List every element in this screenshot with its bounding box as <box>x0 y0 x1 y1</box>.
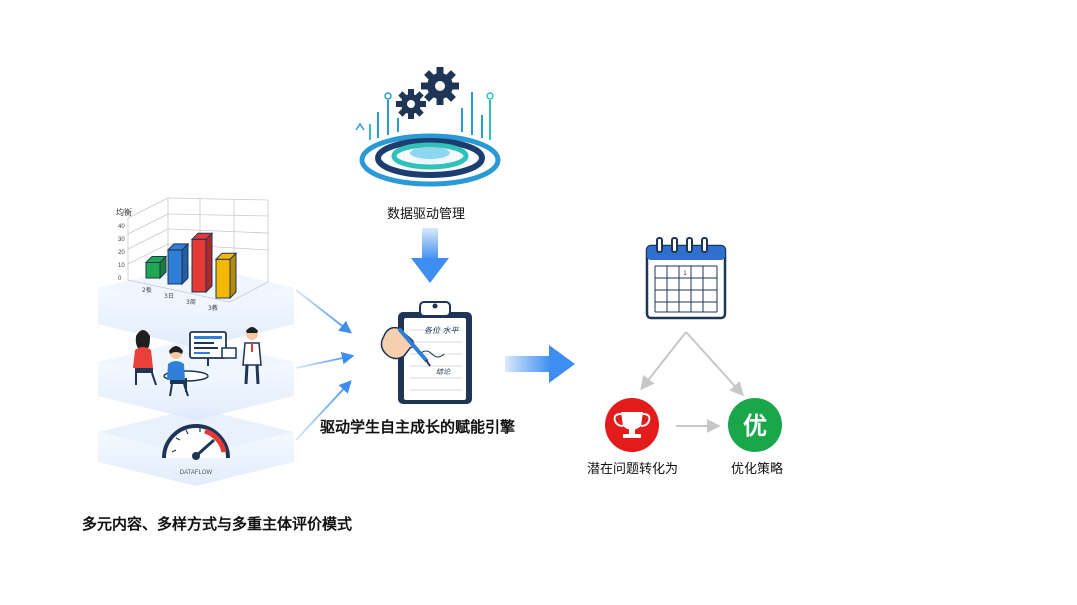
bar-chart: 均衡 40 30 20 10 0 2板 3日 3周 3教 <box>116 197 269 312</box>
calendar-icon: 1 <box>645 237 727 320</box>
monitor-icon <box>189 331 227 366</box>
layer-arrows <box>295 289 355 441</box>
gauge-caption: DATAFLOW <box>180 470 213 476</box>
strategy-label: 优化策略 <box>731 462 784 477</box>
gauge-icon: DATAFLOW <box>162 424 230 476</box>
optimize-badge: 优 <box>728 398 782 452</box>
small-screen-icon <box>221 347 237 359</box>
hand-pen-icon <box>380 326 431 367</box>
split-arrows <box>640 331 744 433</box>
trophy-badge <box>605 398 659 452</box>
gear-icon <box>421 67 459 105</box>
evaluation-mode-label: 多元内容、多样方式与多重主体评价模式 <box>82 515 353 533</box>
bar <box>166 242 190 286</box>
clipboard-line1: 各位 水平 <box>424 326 460 335</box>
person-icon <box>167 346 189 397</box>
x-tick-label: 2板 <box>142 286 152 294</box>
calendar-marker: 1 <box>683 271 687 277</box>
bar <box>144 255 168 280</box>
y-tick-label: 20 <box>118 250 125 256</box>
down-arrow <box>411 228 449 283</box>
data-management-label: 数据驱动管理 <box>387 207 466 222</box>
x-ticks: 2板 3日 3周 3教 <box>142 286 218 312</box>
x-tick-label: 3教 <box>208 304 218 312</box>
y-tick-label: 10 <box>118 263 125 269</box>
problem-label: 潜在问题转化为 <box>587 462 679 477</box>
x-tick-label: 3周 <box>186 299 196 306</box>
meeting-scene <box>133 327 262 397</box>
gear-small-icon <box>396 89 426 119</box>
y-tick-label: 40 <box>118 224 125 230</box>
bar <box>190 232 214 294</box>
right-arrow <box>505 345 575 383</box>
data-management-icon <box>355 67 505 188</box>
optimize-badge-label: 优 <box>743 412 767 440</box>
x-tick-label: 3日 <box>164 293 174 300</box>
person-icon <box>133 330 157 386</box>
y-tick-label: 0 <box>118 276 122 282</box>
y-ticks: 40 30 20 10 0 <box>118 224 125 282</box>
chart-ylabel: 均衡 <box>116 207 132 217</box>
trophy-icon <box>613 412 651 438</box>
clipboard-line2: 结论 <box>436 368 451 376</box>
clipboard-icon: 各位 水平 结论 <box>380 301 472 404</box>
presenter-icon <box>242 327 262 385</box>
engine-label: 驱动学生自主成长的赋能引擎 <box>320 418 516 436</box>
y-tick-label: 30 <box>118 237 125 243</box>
bar-series <box>144 232 238 300</box>
bar <box>214 252 238 300</box>
